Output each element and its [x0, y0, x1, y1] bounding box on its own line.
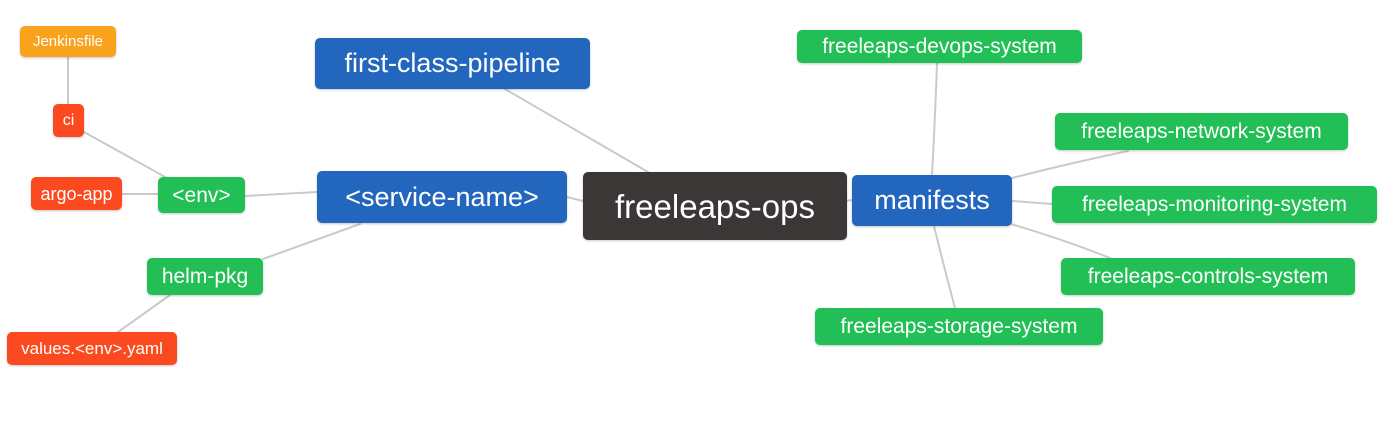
node-freeleaps-network-system[interactable]: freeleaps-network-system — [1055, 113, 1348, 150]
edge-first-class-pipeline-root — [504, 88, 649, 173]
node-values-env-yaml[interactable]: values.<env>.yaml — [7, 332, 177, 365]
edge-values-helm-pkg — [117, 294, 171, 333]
node-argo-app[interactable]: argo-app — [31, 177, 122, 210]
node-jenkinsfile[interactable]: Jenkinsfile — [20, 26, 116, 57]
edge-env-service-name — [244, 191, 318, 197]
node-service-name[interactable]: <service-name> — [317, 171, 567, 223]
edge-manifests-devops — [931, 62, 938, 176]
node-freeleaps-ops-root[interactable]: freeleaps-ops — [583, 172, 847, 240]
edge-manifests-storage — [933, 225, 956, 309]
node-ci[interactable]: ci — [53, 104, 84, 137]
node-freeleaps-storage-system[interactable]: freeleaps-storage-system — [815, 308, 1103, 345]
node-env[interactable]: <env> — [158, 177, 245, 213]
node-freeleaps-controls-system[interactable]: freeleaps-controls-system — [1061, 258, 1355, 295]
node-first-class-pipeline[interactable]: first-class-pipeline — [315, 38, 590, 89]
node-helm-pkg[interactable]: helm-pkg — [147, 258, 263, 295]
edge-service-name-root — [566, 196, 584, 202]
edge-manifests-network — [1011, 150, 1129, 179]
edge-manifests-monitoring — [1011, 200, 1053, 205]
node-manifests[interactable]: manifests — [852, 175, 1012, 226]
node-freeleaps-monitoring-system[interactable]: freeleaps-monitoring-system — [1052, 186, 1377, 223]
edge-manifests-controls — [1010, 223, 1111, 259]
edge-ci-env — [83, 131, 168, 179]
node-freeleaps-devops-system[interactable]: freeleaps-devops-system — [797, 30, 1082, 63]
edge-helm-pkg-service-name — [262, 223, 361, 260]
